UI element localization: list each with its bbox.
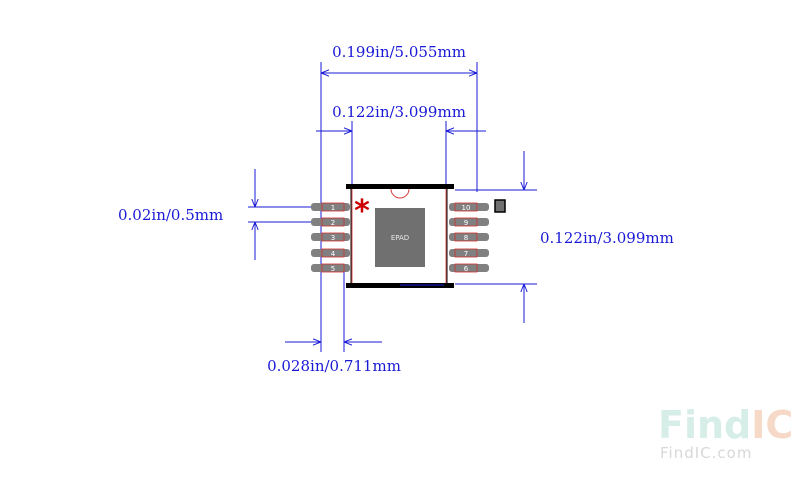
dimension-body-width	[316, 121, 486, 186]
pin-pad: 7	[449, 248, 489, 258]
pin-pad: 4	[311, 248, 350, 258]
findic-watermark: FindIC FindIC.com	[658, 403, 793, 462]
pin-pad: 1	[311, 202, 350, 212]
pin-pad: 6	[449, 263, 489, 273]
pin-pad: 9	[449, 217, 489, 227]
pin-number: 9	[464, 219, 468, 227]
pin-number: 8	[464, 234, 468, 242]
pin-number: 6	[464, 265, 469, 273]
pin-number: 3	[331, 234, 335, 242]
pin-pad: 10	[449, 202, 489, 212]
epad	[375, 208, 425, 267]
pad-width-label: 0.028in/0.711mm	[267, 357, 401, 375]
pin-pitch-label: 0.02in/0.5mm	[118, 206, 223, 224]
pin-number: 2	[331, 219, 335, 227]
pin-pad: 5	[311, 263, 350, 273]
body-height-label: 0.122in/3.099mm	[540, 229, 674, 247]
pin-number: 7	[464, 250, 468, 258]
pin-number: 4	[331, 250, 336, 258]
pin1-reference-square	[494, 199, 506, 213]
body-width-label: 0.122in/3.099mm	[332, 103, 466, 121]
watermark-url: FindIC.com	[660, 444, 752, 462]
right-pin-row: 10 9 8 7 6	[449, 202, 489, 273]
pin1-notch	[390, 188, 410, 199]
pin-number: 10	[462, 204, 471, 212]
watermark-logo-find: FindIC	[658, 403, 793, 447]
pin-pad: 2	[311, 217, 350, 227]
epad-label: EPAD	[391, 234, 409, 242]
overall-width-label: 0.199in/5.055mm	[332, 43, 466, 61]
watermark-logo-ic: IC	[751, 403, 793, 447]
pin1-marker: *	[354, 194, 370, 229]
package-outline: EPAD *	[346, 184, 454, 288]
pin-number: 5	[331, 265, 335, 273]
pin-pad: 8	[449, 232, 489, 242]
dimension-body-height	[455, 151, 537, 323]
left-pin-row: 1 2 3 4 5	[311, 202, 350, 273]
pin-number: 1	[331, 204, 335, 212]
dimension-pin-pitch	[248, 169, 345, 260]
dimension-pad-width	[285, 272, 382, 352]
pin-pad: 3	[311, 232, 350, 242]
body-edge-top	[346, 184, 454, 189]
